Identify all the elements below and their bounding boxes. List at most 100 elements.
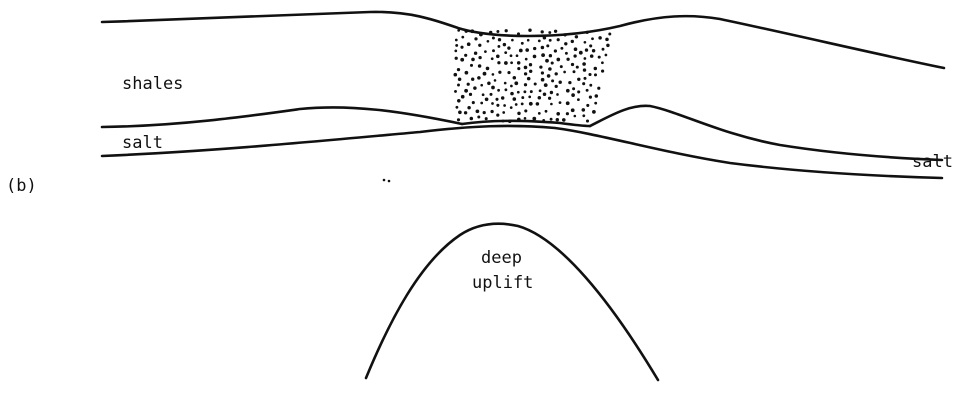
sand-grain-dot [592, 110, 596, 114]
sand-grain-dot [502, 111, 505, 114]
sand-grain-dot [583, 68, 586, 71]
sand-grain-dot [538, 96, 542, 100]
sand-grain-dot [497, 45, 500, 48]
sand-grain-dot [491, 57, 494, 60]
sand-grain-dot [545, 110, 548, 113]
sand-grain-dot [457, 118, 460, 121]
salt-top-left [102, 107, 462, 127]
sand-grain-dot [489, 93, 492, 96]
sand-grain-dot [504, 61, 508, 65]
panel-label: (b) [6, 176, 37, 196]
sand-grain-dot [516, 54, 519, 57]
sand-grain-dot [571, 93, 575, 97]
salt-label-right: salt [912, 152, 953, 172]
sand-grain-dot [582, 114, 585, 117]
sand-grain-dot [484, 50, 487, 53]
sand-grain-dot [556, 112, 560, 116]
sand-grain-dot [579, 51, 583, 55]
sand-grain-dot [586, 119, 589, 122]
sand-grain-dot [487, 82, 491, 86]
sand-grain-dot [584, 41, 587, 44]
sand-grain-dot [455, 44, 458, 47]
sand-grain-dot [594, 102, 597, 105]
uplift-label-deep: deep [481, 248, 522, 268]
sand-grain-dot [605, 38, 609, 42]
sand-grain-dot [496, 55, 500, 59]
sand-grain-dot [479, 33, 483, 37]
sand-grain-dot [527, 39, 530, 42]
sand-grain-dot [457, 68, 460, 71]
sand-grain-dot [559, 81, 562, 84]
sand-grain-dot [471, 58, 475, 62]
sand-grain-dot [510, 54, 513, 57]
sand-grain-dot [577, 98, 580, 101]
sand-grain-dot [472, 101, 475, 104]
sand-grain-dot [492, 37, 495, 40]
sand-grain-dot [544, 83, 548, 87]
sand-grain-dot [586, 89, 589, 92]
sand-grain-dot [565, 52, 568, 55]
sand-grain-dot [608, 33, 611, 36]
sand-grain-dot [477, 116, 480, 119]
sand-grain-dot [594, 73, 597, 76]
sand-grain-dot [549, 54, 552, 57]
sand-grain-dot [517, 112, 520, 115]
sand-grain-dot [551, 61, 554, 64]
sand-grain-dot [529, 70, 532, 73]
sand-grain-dot [582, 62, 586, 66]
sand-grain-dot [464, 54, 467, 57]
sand-grain-dot [546, 44, 549, 47]
sand-grain-dot [460, 46, 463, 49]
sand-grain-dot [584, 57, 587, 60]
sand-grain-dot [503, 104, 506, 107]
sand-grain-dot [589, 44, 592, 47]
sand-grain-dot [467, 106, 470, 109]
salt-base-boundary [102, 126, 942, 178]
sand-grain-dot [571, 108, 575, 112]
sand-grain-dot [597, 87, 600, 90]
sand-grain-dot [555, 85, 558, 88]
sand-grain-dot [541, 71, 544, 74]
sand-grain-dot [524, 66, 528, 70]
sand-grain-dot [474, 37, 477, 40]
sand-grain-dot [478, 56, 481, 59]
sand-grain-dot [556, 58, 560, 62]
sand-grain-dot [576, 66, 579, 69]
sand-grain-dot [471, 78, 474, 81]
sand-grain-dot [583, 77, 586, 80]
sand-grain-dot [585, 48, 588, 51]
sand-grain-dot [524, 109, 527, 112]
sand-grain-dot [457, 29, 460, 32]
sand-grain-dot [497, 89, 500, 92]
sand-grain-dot [492, 49, 495, 52]
sand-grain-dot [495, 98, 498, 101]
sand-grain-dot [550, 91, 553, 94]
sand-grain-dot [566, 89, 570, 93]
sand-grain-dot [527, 77, 531, 81]
sand-grain-dot [598, 56, 601, 59]
sand-grain-dot [496, 104, 499, 107]
sand-grain-dot [504, 88, 507, 91]
sand-grain-dot [470, 64, 473, 67]
uplift-label-uplift: uplift [472, 273, 533, 293]
sand-grain-dot [548, 31, 551, 34]
sand-grain-dot [589, 96, 592, 99]
sand-grain-dot [549, 39, 552, 42]
sand-grain-dot [478, 64, 482, 68]
sand-grain-dot [483, 111, 486, 114]
sand-grain-dot [533, 55, 537, 59]
sand-grain-dot [550, 103, 553, 106]
sand-grain-dot [574, 47, 578, 51]
sand-grain-dot [528, 28, 531, 31]
sand-grain-dot [577, 78, 580, 81]
sand-grain-dot [521, 102, 524, 105]
sand-grain-dot [601, 61, 604, 64]
sand-grain-dot [575, 35, 578, 38]
sand-grain-dot [461, 36, 464, 39]
sand-grain-dot [560, 47, 563, 50]
sand-grain-dot [588, 73, 591, 76]
sand-grain-dot [566, 58, 569, 61]
sand-grain-dot [541, 78, 545, 82]
sand-grain-dot [533, 47, 536, 50]
sand-grain-dot [554, 49, 557, 52]
